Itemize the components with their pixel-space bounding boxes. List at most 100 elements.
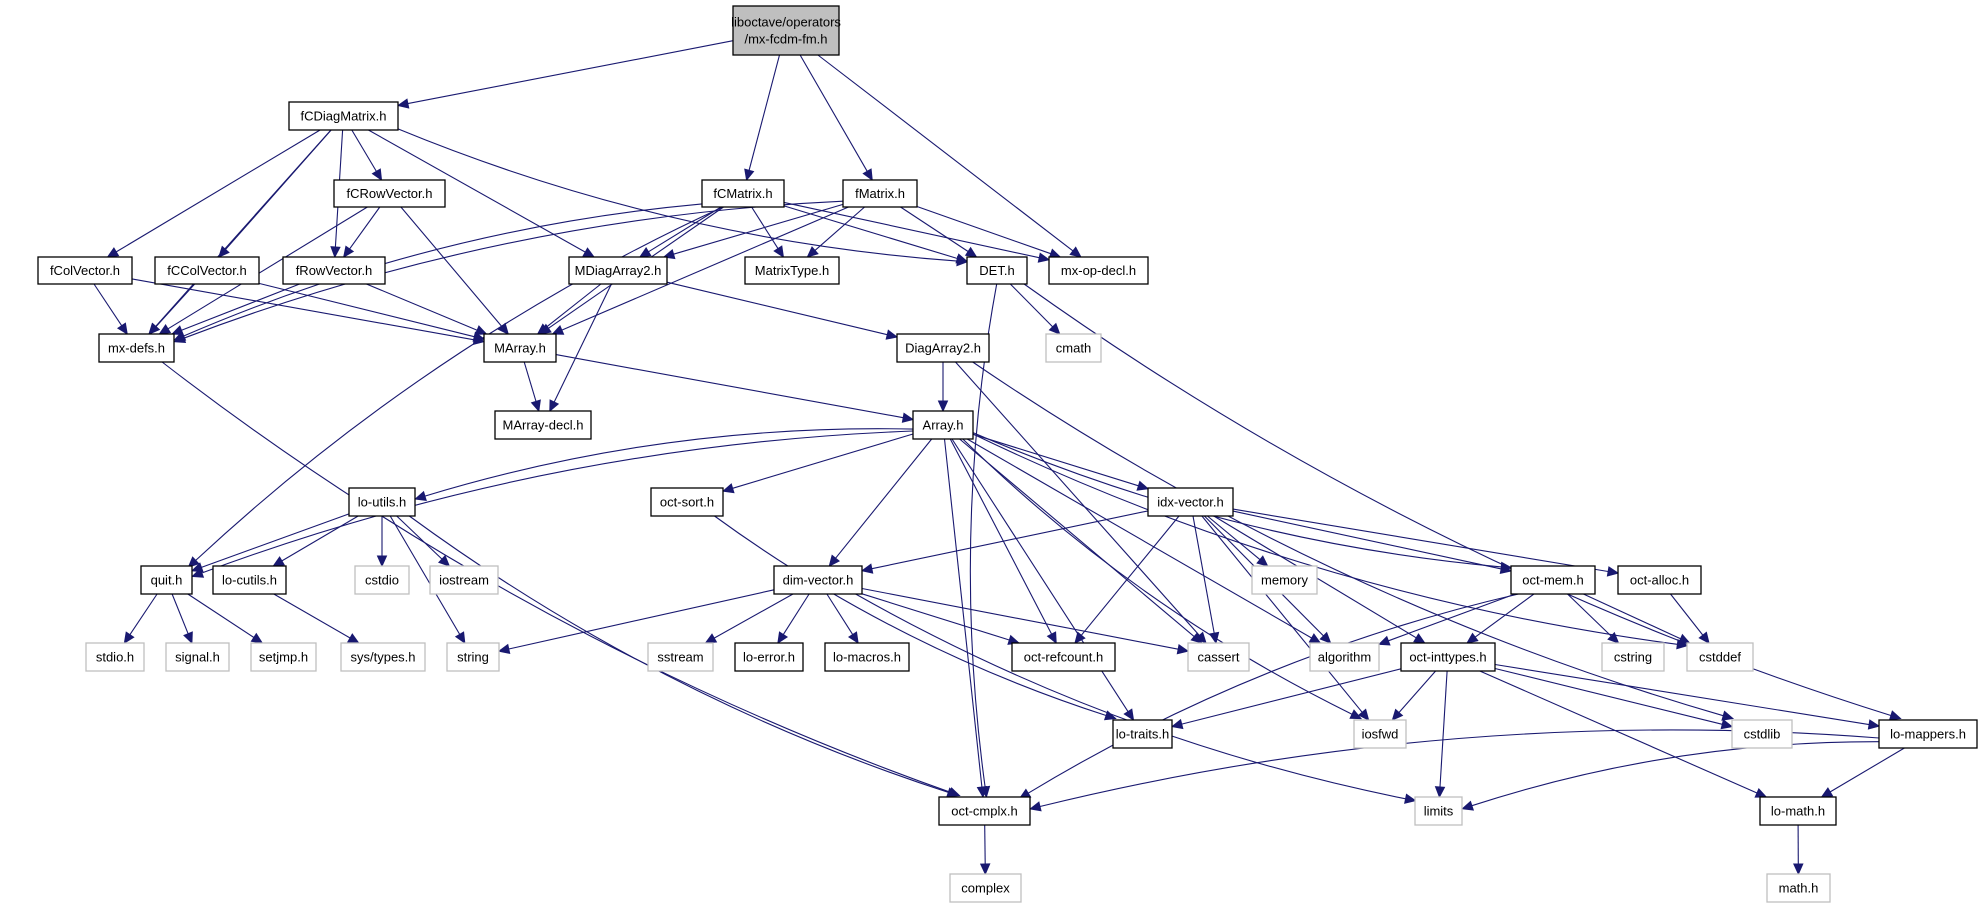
node-MDiagArray2[interactable]: MDiagArray2.h (568, 256, 668, 285)
edge-quit-to-signalh (171, 593, 193, 645)
edge-fCMatrix-to-mxopdecl (783, 201, 1051, 263)
node-cassert: cassert (1187, 642, 1250, 672)
edge-fCMatrix-to-quit (187, 206, 724, 569)
arrowhead-icon (1466, 632, 1479, 644)
edge-line (1192, 515, 1215, 634)
node-Array[interactable]: Array.h (912, 410, 974, 440)
node-octrefcount[interactable]: oct-refcount.h (1011, 642, 1116, 672)
edge-line (195, 206, 724, 561)
edge-line (861, 587, 1179, 650)
edge-fCDiagMatrix-to-fCRowVector (351, 129, 383, 182)
arrowhead-icon (1136, 480, 1150, 491)
node-dimvector[interactable]: dim-vector.h (773, 565, 863, 595)
node-box (966, 256, 1028, 285)
node-locutils[interactable]: lo-cutils.h (212, 565, 287, 595)
node-fCMatrix[interactable]: fCMatrix.h (701, 179, 785, 208)
node-octmem[interactable]: oct-mem.h (1510, 565, 1596, 595)
edge-lomappers-to-lomath (1820, 747, 1905, 798)
arrowhead-icon (1208, 631, 1220, 645)
node-mxdefs[interactable]: mx-defs.h (98, 333, 175, 363)
node-octsort[interactable]: oct-sort.h (650, 487, 724, 517)
arrowhead-icon (1404, 793, 1417, 804)
node-DiagArray2[interactable]: DiagArray2.h (896, 333, 990, 363)
node-fColVector[interactable]: fColVector.h (37, 256, 133, 285)
edge-octsort-to-lotraits (714, 515, 1117, 721)
arrowhead-icon (1867, 719, 1881, 730)
edge-line (183, 203, 703, 337)
edge-Array-to-octmem (972, 432, 1513, 573)
node-quit[interactable]: quit.h (140, 565, 193, 595)
arrowhead-icon (860, 563, 874, 574)
edge-root-to-mxopdecl (817, 54, 1082, 258)
node-box (647, 642, 714, 672)
node-label: lo-cutils.h (222, 573, 277, 588)
arrowhead-icon (1793, 863, 1804, 876)
node-systypes: sys/types.h (340, 642, 426, 672)
arrowhead-icon (396, 98, 410, 109)
arrowhead-icon (116, 322, 128, 336)
edge-line (673, 203, 844, 255)
edge-idxvector-to-memory (1207, 515, 1269, 567)
arrowhead-icon (1698, 631, 1710, 644)
edge-loutils-to-cstdio (376, 516, 388, 568)
edge-line (201, 430, 914, 574)
node-MArray[interactable]: MArray.h (483, 333, 557, 363)
node-fCDiagMatrix[interactable]: fCDiagMatrix.h (288, 101, 399, 131)
arrowhead-icon (106, 247, 120, 258)
node-octinttypes[interactable]: oct-inttypes.h (1400, 642, 1496, 672)
node-MatrixType[interactable]: MatrixType.h (744, 256, 840, 285)
node-box (348, 487, 416, 517)
edge-lomappers-to-limits (1461, 741, 1880, 811)
edge-line (553, 283, 612, 403)
edge-MDiagArray2-to-DiagArray2 (666, 281, 899, 340)
node-box (1686, 642, 1754, 672)
node-lomath[interactable]: lo-math.h (1759, 796, 1837, 826)
arrowhead-icon (773, 245, 785, 259)
arrowhead-icon (1349, 709, 1363, 720)
arrowhead-icon (1029, 801, 1042, 812)
edge-fCRowVector-to-mxdefs (158, 206, 368, 335)
edge-Array-to-quit (191, 430, 914, 578)
edge-line (1181, 668, 1402, 725)
node-box (1759, 796, 1837, 826)
node-idxvector[interactable]: idx-vector.h (1147, 487, 1234, 517)
arrowhead-icon (1256, 555, 1269, 567)
edge-root-to-fMatrix (799, 54, 873, 182)
node-lomacros[interactable]: lo-macros.h (824, 642, 910, 672)
edge-line (959, 438, 1195, 638)
edge-loutils-to-locutils (272, 515, 359, 567)
node-fCColVector[interactable]: fCColVector.h (154, 256, 260, 285)
node-mxopdecl[interactable]: mx-op-decl.h (1048, 256, 1149, 285)
node-octcmplx[interactable]: oct-cmplx.h (938, 796, 1031, 826)
node-label: lo-traits.h (1116, 727, 1169, 742)
node-fRowVector[interactable]: fRowVector.h (282, 256, 386, 285)
node-label: fCMatrix.h (713, 186, 772, 201)
node-lomappers[interactable]: lo-mappers.h (1878, 719, 1978, 749)
arrowhead-icon (1434, 786, 1446, 799)
edge-Array-to-idxvector (972, 433, 1150, 491)
node-lotraits[interactable]: lo-traits.h (1112, 719, 1173, 749)
edge-root-to-fCDiagMatrix (396, 40, 734, 109)
node-octalloc[interactable]: oct-alloc.h (1617, 565, 1702, 595)
node-DET[interactable]: DET.h (966, 256, 1028, 285)
node-label: cassert (1198, 650, 1240, 665)
node-loutils[interactable]: lo-utils.h (348, 487, 416, 517)
edge-fRowVector-to-mxdefs (171, 283, 300, 336)
node-fMatrix[interactable]: fMatrix.h (842, 179, 918, 208)
node-loerror[interactable]: lo-error.h (734, 642, 804, 672)
node-MArraydecl[interactable]: MArray-decl.h (494, 410, 592, 440)
node-fCRowVector[interactable]: fCRowVector.h (333, 179, 446, 208)
arrowhead-icon (1176, 643, 1190, 655)
arrowhead-icon (1820, 787, 1834, 798)
edge-line (366, 283, 478, 331)
edge-idxvector-to-octinttypes (1213, 515, 1426, 644)
node-root[interactable]: liboctave/operators/mx-fcdm-fm.h (731, 5, 841, 56)
edge-line (1398, 670, 1437, 713)
edge-octmem-to-cstddef (1583, 593, 1691, 644)
arrowhead-icon (1170, 718, 1184, 730)
arrowhead-icon (551, 324, 565, 335)
edge-line (129, 593, 158, 636)
edge-line (817, 54, 1074, 252)
arrowhead-icon (1319, 631, 1332, 644)
edge-line (349, 206, 381, 250)
